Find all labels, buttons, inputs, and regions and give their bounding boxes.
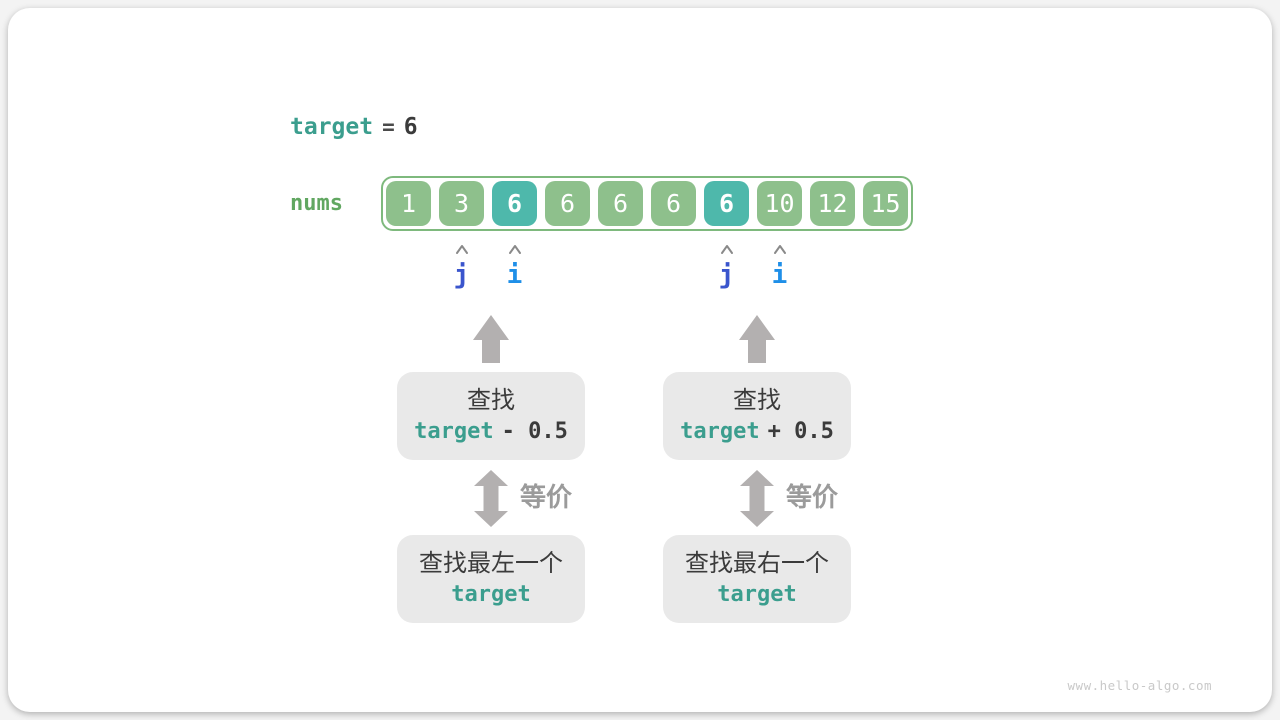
caret-up-icon [773,245,786,254]
pointer-i-label: i [506,260,523,290]
caret-up-icon [508,245,521,254]
up-arrow-icon [473,315,509,363]
expression-variable: target [680,419,760,444]
equals-sign: = [382,115,395,139]
array-cell: 6 [651,181,696,226]
array-cell-highlighted: 6 [704,181,749,226]
double-arrow-icon [740,470,774,527]
up-arrow-icon [739,315,775,363]
expression-offset: - 0.5 [501,419,568,444]
result-box-right-code: target [717,582,797,607]
expression-variable: target [414,419,494,444]
result-box-left-code: target [451,582,531,607]
result-box-left: 查找最左一个 target [397,535,585,623]
expression-offset: + 0.5 [767,419,834,444]
caret-up-icon [720,245,733,254]
search-box-left-caption: 查找 [467,387,515,414]
pointer-i-label: i [771,260,788,290]
nums-label: nums [290,191,343,216]
array-cell: 15 [863,181,908,226]
array-cell: 12 [810,181,855,226]
target-variable-name: target [290,114,374,140]
caret-up-icon [455,245,468,254]
array-cell: 6 [598,181,643,226]
array-cell: 3 [439,181,484,226]
array-cell-highlighted: 6 [492,181,537,226]
pointer-j-label: j [453,260,470,290]
search-box-right-caption: 查找 [733,387,781,414]
result-box-right-caption: 查找最右一个 [685,550,829,577]
search-box-left: 查找 target - 0.5 [397,372,585,460]
result-box-right: 查找最右一个 target [663,535,851,623]
equivalence-label-right: 等价 [786,482,839,512]
pointer-j-label: j [718,260,735,290]
equivalence-label-left: 等价 [520,482,573,512]
array-cell: 10 [757,181,802,226]
array-cell: 6 [545,181,590,226]
watermark: www.hello-algo.com [1067,678,1212,693]
double-arrow-icon [474,470,508,527]
search-box-right-expression: target + 0.5 [680,419,834,445]
target-value: 6 [403,114,418,140]
target-declaration: target = 6 [290,112,418,142]
search-box-left-expression: target - 0.5 [414,419,568,445]
result-box-left-caption: 查找最左一个 [419,550,563,577]
search-box-right: 查找 target + 0.5 [663,372,851,460]
array-cell: 1 [386,181,431,226]
